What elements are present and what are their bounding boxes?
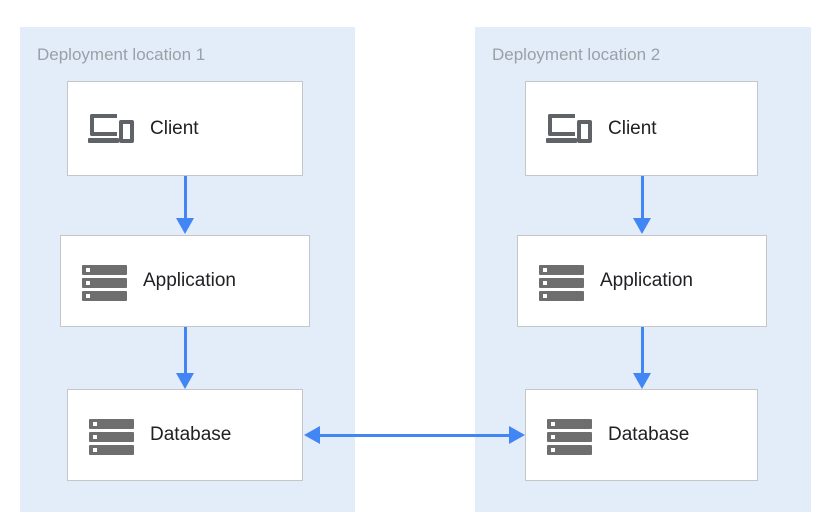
server-icon — [546, 411, 594, 459]
devices-icon — [88, 105, 136, 153]
node-application-2[interactable]: Application — [517, 235, 767, 327]
node-client-1-label: Client — [150, 117, 199, 139]
node-database-1-label: Database — [150, 424, 232, 445]
server-icon — [88, 411, 136, 459]
node-database-2-label: Database — [608, 424, 690, 445]
deployment-zone-1-label: Deployment location 1 — [37, 45, 206, 64]
node-database-2[interactable]: Database — [525, 389, 758, 481]
node-client-2-label: Client — [608, 117, 657, 139]
devices-icon — [546, 105, 594, 153]
node-application-2-label: Application — [600, 270, 693, 291]
server-icon — [538, 257, 586, 305]
node-database-1[interactable]: Database — [67, 389, 303, 481]
node-application-1-label: Application — [143, 270, 236, 291]
server-icon — [81, 257, 129, 305]
node-client-2[interactable]: Client — [525, 81, 758, 176]
node-client-1[interactable]: Client — [67, 81, 303, 176]
deployment-zone-2-label: Deployment location 2 — [492, 45, 661, 64]
node-application-1[interactable]: Application — [60, 235, 310, 327]
